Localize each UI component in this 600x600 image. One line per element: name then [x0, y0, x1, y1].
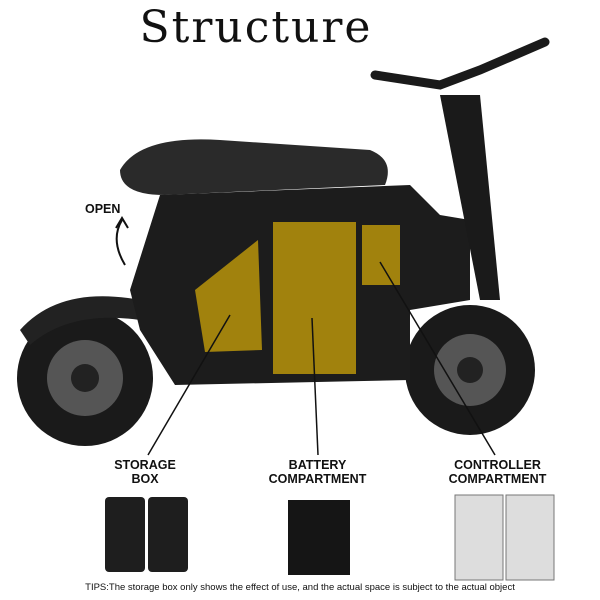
- steering-column: [440, 95, 500, 300]
- storage-label-line2: BOX: [131, 472, 159, 486]
- storage-box-chargers: [105, 497, 188, 572]
- storage-label-line1: STORAGE: [114, 458, 176, 472]
- rear-fender: [20, 296, 140, 345]
- rear-wheel: [17, 310, 153, 446]
- battery-pack: [288, 500, 350, 575]
- storage-panel: [195, 240, 262, 352]
- open-label: OPEN: [85, 202, 121, 216]
- controller-units: [454, 494, 555, 581]
- controller-label-line2: COMPARTMENT: [448, 472, 547, 486]
- battery-label-line1: BATTERY: [288, 458, 347, 472]
- handlebar: [370, 37, 550, 90]
- controller-label-line1: CONTROLLER: [454, 458, 541, 472]
- storage-box-label: STORAGE BOX: [95, 458, 195, 486]
- open-arrow-icon: [115, 219, 126, 266]
- storage-pointer: [147, 314, 231, 456]
- controller-pointer: [379, 261, 496, 456]
- page-title: Structure: [139, 2, 373, 53]
- battery-compartment-label: BATTERY COMPARTMENT: [255, 458, 380, 486]
- tips-text: TIPS:The storage box only shows the effe…: [85, 582, 515, 593]
- battery-label-line2: COMPARTMENT: [268, 472, 367, 486]
- seat: [120, 139, 388, 195]
- controller-panel: [362, 225, 400, 285]
- controller-compartment-label: CONTROLLER COMPARTMENT: [435, 458, 560, 486]
- battery-panel: [273, 222, 356, 374]
- front-wheel: [405, 305, 535, 435]
- battery-pointer: [311, 317, 319, 456]
